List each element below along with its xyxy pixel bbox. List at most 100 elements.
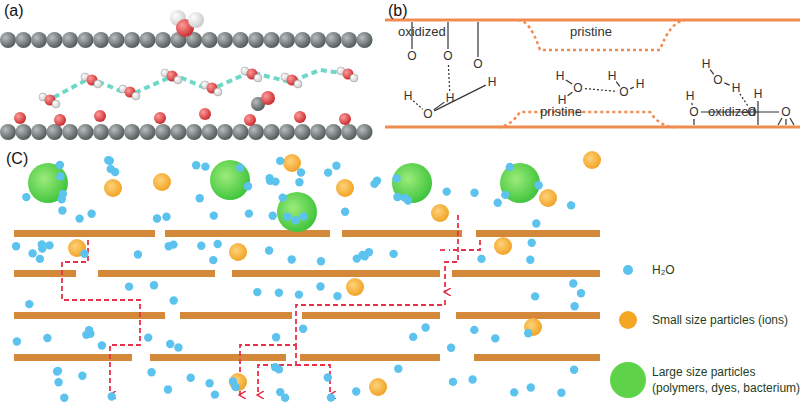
water-molecule (272, 333, 280, 341)
water-molecule (271, 363, 279, 371)
water-molecule (317, 257, 325, 265)
water-molecule (365, 248, 373, 256)
carbon-atom (31, 32, 47, 48)
carbon-atom (31, 124, 47, 140)
water-molecule (106, 157, 114, 165)
water-molecule (297, 168, 305, 176)
large-particle (392, 163, 432, 203)
region-label: oxidized (398, 24, 446, 39)
water-molecule (162, 213, 170, 221)
panel-label: (b) (388, 2, 408, 20)
atom-symbol: H (404, 89, 413, 103)
water-molecule (534, 181, 542, 189)
carbon-atom (124, 32, 140, 48)
membrane-sheet (302, 312, 440, 319)
water-molecule (45, 241, 53, 249)
chem-bond (724, 83, 729, 85)
water-molecule (393, 193, 401, 201)
membrane-sheet (14, 312, 165, 319)
atom-symbol: O (573, 81, 582, 95)
legend-swatch (610, 362, 646, 398)
carbon-atom (341, 124, 357, 140)
chem-bond (757, 101, 758, 125)
water-molecule (506, 163, 514, 171)
water-molecule (275, 289, 283, 297)
ion-particle (431, 204, 449, 222)
atom-symbol: H (488, 75, 497, 89)
water-molecule (327, 393, 335, 401)
water-molecule (266, 177, 274, 185)
hydrogen-atom (214, 88, 222, 96)
atom-symbol: H (754, 87, 763, 101)
atom-symbol: H (558, 93, 567, 107)
water-molecule (108, 392, 116, 400)
atom-symbol: O (747, 105, 756, 119)
carbon-atom (248, 124, 264, 140)
chem-bond (566, 80, 572, 84)
water-molecule (125, 282, 133, 290)
carbon-atom (93, 32, 109, 48)
atom-symbol: H (702, 57, 711, 71)
water-molecule (192, 161, 200, 169)
water-path (62, 240, 140, 395)
water-molecule (166, 340, 174, 348)
water-molecule (80, 250, 88, 258)
carbon-atom (233, 124, 249, 140)
carbon-atom (357, 32, 373, 48)
chem-bond (477, 22, 478, 57)
oxygen-atom (294, 111, 306, 123)
panel-label: (a) (4, 2, 24, 20)
water-molecule (13, 337, 21, 345)
carbon-atom (186, 124, 202, 140)
water-molecule (421, 323, 429, 331)
water-molecule (107, 165, 115, 173)
water-molecule (468, 375, 476, 383)
water-molecule (477, 255, 485, 263)
water-molecule (196, 194, 204, 202)
water-molecule (316, 282, 324, 290)
water-molecule (60, 394, 68, 402)
carbon-atom (233, 32, 249, 48)
membrane-sheet (342, 230, 462, 237)
water-molecule (147, 368, 155, 376)
ion-particle (583, 151, 601, 169)
water-molecule (169, 240, 177, 248)
membrane-sheet (456, 312, 600, 319)
water-molecule (187, 374, 195, 382)
ion-particle (539, 189, 557, 207)
membrane-sheet (474, 354, 600, 361)
membrane-sheet (165, 230, 330, 237)
atom-symbol: H (686, 89, 695, 103)
chem-bond (691, 103, 693, 105)
chem-bond (568, 92, 573, 96)
carbon-atom (78, 32, 94, 48)
water-molecule (288, 255, 296, 263)
water-molecule (404, 196, 412, 204)
atom-symbol: O (423, 107, 432, 121)
water-molecule (197, 242, 205, 250)
water-molecule (532, 219, 540, 227)
hydrogen-atom (174, 76, 182, 84)
carbon-atom (47, 124, 63, 140)
water-molecule (59, 190, 67, 198)
membrane-sheet (98, 270, 215, 277)
water-molecule (210, 211, 218, 219)
water-molecule (211, 390, 219, 398)
water-molecule (449, 378, 457, 386)
water-molecule (389, 250, 397, 258)
hydrogen-atom (254, 74, 262, 82)
oxygen-atom (94, 110, 106, 122)
oxygen-atom (154, 112, 166, 124)
atom-symbol: H (446, 91, 455, 105)
membrane-sheet (180, 312, 292, 319)
ion-particle (229, 373, 247, 391)
carbon-atom (264, 124, 280, 140)
water-molecule (38, 240, 46, 248)
chem-bond (693, 119, 694, 125)
water-molecule (53, 367, 61, 375)
water-molecule (78, 372, 86, 380)
water-molecule (12, 242, 20, 250)
water-molecule (245, 209, 253, 217)
water-molecule (87, 210, 95, 218)
water-molecule (54, 378, 62, 386)
